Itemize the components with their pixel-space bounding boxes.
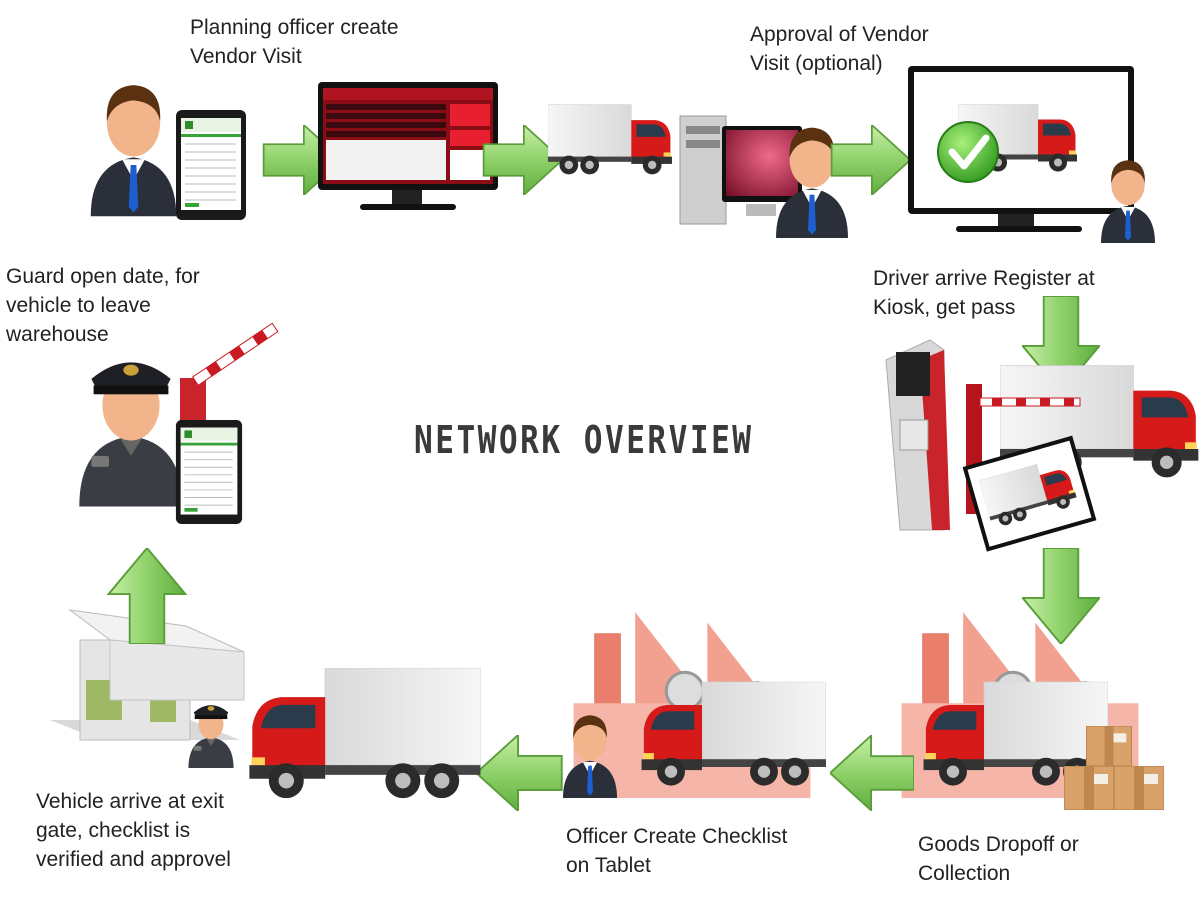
arrow-left-icon	[475, 735, 563, 811]
step-guard-open-gate-label: Guard open date, for vehicle to leave wa…	[6, 265, 200, 346]
arrow-left-icon	[830, 735, 914, 811]
arrow-right-icon	[830, 125, 912, 195]
step-goods-dropoff-label: Goods Dropoff or Collection	[918, 833, 1079, 885]
step-officer-checklist-label: Officer Create Checklist on Tablet	[566, 825, 788, 877]
step-approval-label: Approval of Vendor Visit (optional)	[750, 23, 929, 75]
arrow-down-icon	[1022, 548, 1100, 644]
truck-icon	[249, 668, 480, 798]
barrier-gate-icon	[180, 322, 279, 424]
security-guard-icon	[79, 362, 183, 507]
kiosk-icon	[885, 339, 950, 531]
checkmark-icon	[937, 121, 999, 183]
guard-house-icon	[50, 609, 245, 741]
dashboard-monitor-icon	[318, 82, 498, 210]
desktop-pc-icon	[679, 115, 802, 225]
guard-tablet-icon	[175, 420, 243, 524]
step-driver-kiosk-label: Driver arrive Register at Kiosk, get pas…	[873, 267, 1095, 319]
planning-tablet-icon	[176, 110, 246, 220]
truck-icon	[548, 104, 673, 175]
planning-officer-person-icon	[90, 85, 177, 217]
pass-photo-icon	[962, 435, 1097, 552]
diagram-title: NETWORK OVERVIEW	[414, 418, 754, 462]
step-exit-gate-label: Vehicle arrive at exit gate, checklist i…	[36, 790, 231, 871]
step-planning-officer-label: Planning officer create Vendor Visit	[190, 16, 399, 68]
